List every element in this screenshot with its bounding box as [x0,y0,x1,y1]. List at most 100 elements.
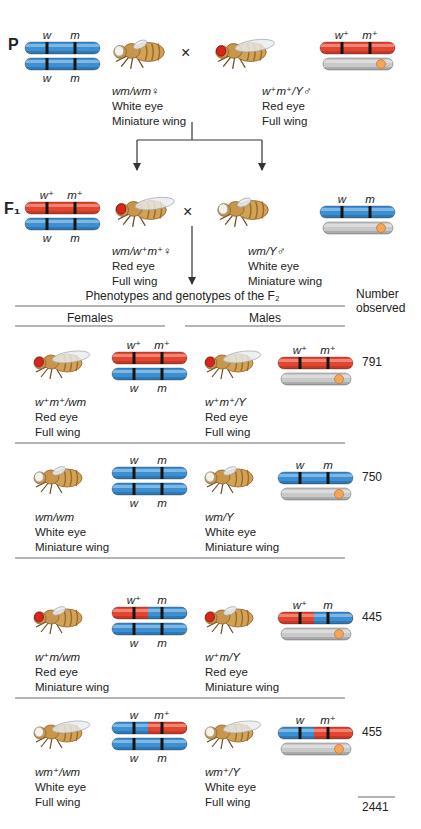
chromosome-highlight [112,740,187,743]
fly-leg [50,483,52,494]
chromosome-shade [25,227,100,230]
gene-locus [161,483,164,495]
fly-illustration [34,465,82,494]
fly-eye [114,46,123,57]
fly-eye [35,612,44,622]
chromosome-highlight [112,625,187,628]
fly-eye [206,472,215,482]
genotype-label: w⁺m/Y [205,650,345,664]
chromosome-outline [112,483,187,495]
phenotype-label: Miniature wing [35,680,175,694]
gene-locus [161,467,164,479]
fly-illustration [34,719,91,749]
chromosome-outline [112,467,187,479]
chromosome-outline [112,607,187,619]
gene-locus [341,206,344,218]
x-chromosome [320,42,395,54]
chromosome-shade [112,632,187,635]
chromosome-shade [112,377,187,380]
fly-wing [222,719,261,735]
fly-wing [51,465,67,477]
gene-locus [133,483,136,495]
phenotype-label: White eye [112,99,252,113]
gene-label: m [63,231,87,245]
fly-stripe [158,44,160,61]
chromosome-highlight [112,354,187,357]
fly-eye [35,472,44,482]
chromosome-shade [112,731,187,734]
gene-locus [74,218,77,230]
chromosome-outline [25,218,100,230]
fly-wing [222,349,261,365]
gene-locus [161,623,164,635]
fly-stripe [262,202,264,219]
fly-stripe [235,610,237,626]
fly-leg [50,368,52,379]
phenotype-label: Red eye [112,259,252,273]
fly-head [116,204,129,217]
gene-label: m⁺ [358,28,382,42]
fly-illustration [116,195,175,227]
fly-illustration [34,349,91,379]
chromosome-segment [278,472,353,484]
chromosome-outline [25,42,100,54]
fly-head [34,472,46,484]
gene-label: w [122,751,146,765]
gene-label: m [150,751,174,765]
gene-label: w [35,231,59,245]
fly-stripe [145,44,147,61]
gene-label: m⁺ [150,338,174,352]
gene-label: m⁺ [316,343,340,357]
fly-illustration [216,37,275,69]
chromosome-highlight [320,44,395,47]
x-chromosome [278,357,353,369]
chromosome-shade [112,361,187,364]
phenotype-label: White eye [35,525,175,539]
fly-stripe [76,470,78,486]
fly-wing [132,38,148,51]
y-chromosome [323,58,393,70]
fly-eye [206,727,215,737]
gene-label: m [358,192,382,206]
chromosome-outline [112,368,187,380]
chromosome-segment [281,373,351,385]
gene-label: w⁺ [330,28,354,42]
gene-label: m [63,71,87,85]
gene-locus [133,368,136,380]
genotype-label: w⁺m⁺/Y♂ [262,84,402,98]
phenotype-label: Miniature wing [205,680,345,694]
fly-illustration [205,349,262,379]
gene-locus [327,472,330,484]
table-rule [15,443,345,444]
gene-locus [133,623,136,635]
fly-wing [51,605,67,617]
fly-leg [221,738,223,749]
x-chromosome [25,202,100,214]
chromosome-outline [25,58,100,70]
fly-illustration [114,38,164,69]
centromere [335,490,344,499]
genotype-label: wm/w⁺m⁺♀ [112,244,252,258]
phenotype-label: Miniature wing [205,540,345,554]
fly-leg [133,215,135,227]
chromosome-highlight [25,220,100,223]
x-chromosome [278,472,353,484]
genotype-label: wm⁺/wm [35,765,175,779]
genotype-label: w⁺m⁺/Y [205,395,345,409]
chromosome-outline [323,222,393,234]
fly-stripe [152,44,154,61]
x-chromosome [25,218,100,230]
fly-head [34,727,46,739]
fly-illustration [205,605,253,634]
gene-label: w [330,192,354,206]
chromosome-outline [281,488,351,500]
fly-stripe [247,610,249,626]
gene-label: m⁺ [63,188,87,202]
centromere [377,224,386,233]
cross-arrow [137,139,262,140]
table-header: Females [15,311,165,325]
chromosome-segment [25,58,100,70]
chromosome-highlight [112,609,187,612]
gene-locus [327,727,330,739]
phenotype-label: Red eye [205,410,345,424]
